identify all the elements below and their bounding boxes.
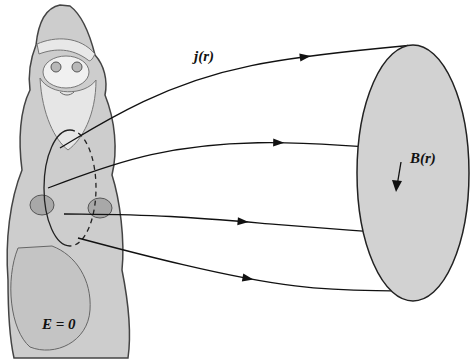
arrowhead: [242, 274, 254, 282]
current-line: [64, 214, 363, 231]
current-density-label: j(r): [192, 48, 216, 65]
current-path: [78, 238, 391, 291]
santa-beard: [40, 78, 96, 150]
arrowhead: [237, 217, 248, 225]
current-path: [64, 214, 363, 231]
current-loop-back: [70, 130, 96, 246]
arrowhead: [273, 139, 284, 147]
surface-disc: B(r): [356, 44, 470, 302]
santa-mouth: [60, 92, 74, 95]
current-path: [60, 45, 408, 148]
santa-eye: [72, 62, 82, 72]
arrowhead: [299, 53, 310, 61]
current-line: [60, 45, 408, 148]
field-symbol: B(r): [410, 150, 436, 167]
current-line: [78, 238, 391, 291]
chocolate-santa: E = 0: [0, 0, 135, 363]
field-arrowhead: [392, 180, 402, 192]
santa-body: [7, 5, 129, 358]
santa-face: [43, 56, 89, 88]
surface-ellipse: [357, 45, 469, 301]
current-path: [48, 143, 358, 188]
santa-eye: [51, 62, 61, 72]
ellipse-outline: [356, 44, 470, 302]
field-label: E = 0: [42, 316, 76, 333]
current-loop-front: [44, 130, 70, 246]
current-line: [48, 139, 358, 188]
santa-mitten: [30, 195, 54, 215]
santa-sack: [11, 246, 90, 350]
